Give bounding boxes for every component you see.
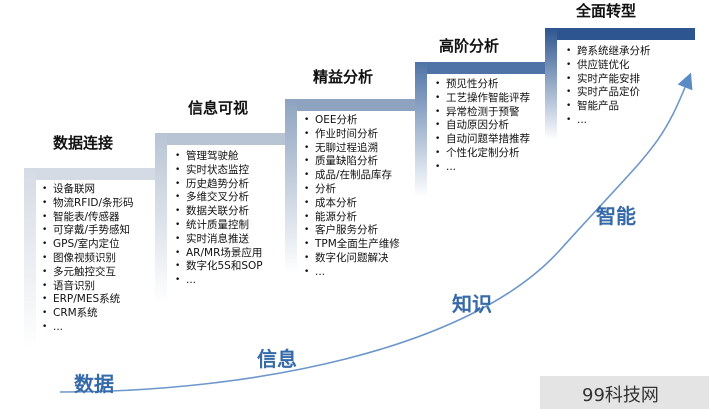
stage-2-step-top <box>155 133 287 145</box>
stage-1-item: CRM系统 <box>42 307 134 321</box>
stage-3-item: 成本分析 <box>304 197 400 211</box>
stage-1-item: 多元触控交互 <box>42 266 134 280</box>
stage-5-list: 跨系统继承分析 供应链优化 实时产能安排 实时产品定价 智能产品 ... <box>566 45 651 128</box>
stage-3-item: 分析 <box>304 183 400 197</box>
stage-5-item: 跨系统继承分析 <box>566 45 651 59</box>
curve-label-information: 信息 <box>257 347 297 371</box>
stage-3-title: 精益分析 <box>313 68 374 86</box>
stage-4-item: 异常检测于预警 <box>435 106 530 120</box>
stage-1-item: 物流RFID/条形码 <box>42 197 134 211</box>
stage-5-item: 智能产品 <box>566 100 651 114</box>
stage-5-item: ... <box>566 114 651 128</box>
stage-3-item: 数字化问题解决 <box>304 252 400 266</box>
stage-3-item: OEE分析 <box>304 114 400 128</box>
stage-3-item: 作业时间分析 <box>304 128 400 142</box>
stage-1-item: 图像视频识别 <box>42 252 134 266</box>
stage-2-step-side <box>155 133 167 303</box>
stage-3-item: 成品/在制品库存 <box>304 169 400 183</box>
stage-4-item: 工艺操作智能评荐 <box>435 92 530 106</box>
stage-2-title: 信息可视 <box>188 99 249 117</box>
stage-5-item: 实时产能安排 <box>566 73 651 87</box>
stage-3-item: TPM全面生产维修 <box>304 238 400 252</box>
stage-2-item: 管理驾驶舱 <box>175 150 263 164</box>
stage-5-item: 供应链优化 <box>566 59 651 73</box>
stage-5-title: 全面转型 <box>576 2 637 20</box>
stage-3-item: 质量缺陷分析 <box>304 155 400 169</box>
stage-5-step-side <box>545 28 557 140</box>
stage-2-item: ... <box>175 274 263 288</box>
stage-5-item: 实时产品定价 <box>566 86 651 100</box>
stage-2-item: AR/MR场景应用 <box>175 247 263 261</box>
stage-4-item: ... <box>435 161 530 175</box>
watermark-text: 99科技网 <box>582 385 659 406</box>
stage-1-item: ERP/MES系统 <box>42 293 134 307</box>
stage-3-item: 客户服务分析 <box>304 224 400 238</box>
stage-3-item: 能源分析 <box>304 211 400 225</box>
stage-1-title: 数据连接 <box>53 134 114 152</box>
stage-1-item: ... <box>42 321 134 335</box>
stage-4-list: 预见性分析 工艺操作智能评荐 异常检测于预警 自动原因分析 自动问题举措推荐 个… <box>435 78 530 175</box>
stage-5-step-top <box>545 28 695 40</box>
stage-1-item: 智能表/传感器 <box>42 211 134 225</box>
stage-1-item: 设备联网 <box>42 183 134 197</box>
stage-2-item: 数据关联分析 <box>175 205 263 219</box>
stage-3-item: 无聊过程追溯 <box>304 142 400 156</box>
stage-4-step-side <box>415 62 427 197</box>
stage-4-title: 高阶分析 <box>439 37 500 55</box>
stage-2-item: 历史趋势分析 <box>175 178 263 192</box>
stage-2-item: 数字化5S和SOP <box>175 260 263 274</box>
curve-label-data: 数据 <box>74 372 114 396</box>
stage-3-list: OEE分析 作业时间分析 无聊过程追溯 质量缺陷分析 成品/在制品库存 分析 成… <box>304 114 400 280</box>
curve-label-knowledge: 知识 <box>452 292 492 316</box>
watermark-banner: 99科技网 <box>540 376 709 409</box>
stage-4-item: 自动原因分析 <box>435 119 530 133</box>
stage-4-item: 预见性分析 <box>435 78 530 92</box>
stage-2-item: 实时消息推送 <box>175 233 263 247</box>
stage-3-step-side <box>285 99 297 274</box>
stage-4-item: 个性化定制分析 <box>435 147 530 161</box>
stage-1-step-side <box>24 168 36 350</box>
stage-4-item: 自动问题举措推荐 <box>435 133 530 147</box>
stage-1-step-top <box>24 168 156 180</box>
stage-2-list: 管理驾驶舱 实时状态监控 历史趋势分析 多维交叉分析 数据关联分析 统计质量控制… <box>175 150 263 288</box>
stage-1-item: 可穿戴/手势感知 <box>42 224 134 238</box>
stage-4-step-top <box>415 62 547 74</box>
stage-2-item: 多维交叉分析 <box>175 191 263 205</box>
curve-label-intelligence: 智能 <box>596 204 636 228</box>
stage-1-item: GPS/室内定位 <box>42 238 134 252</box>
stage-3-step-top <box>285 99 417 111</box>
stage-2-item: 实时状态监控 <box>175 164 263 178</box>
stage-1-item: 语音识别 <box>42 280 134 294</box>
stage-1-list: 设备联网 物流RFID/条形码 智能表/传感器 可穿戴/手势感知 GPS/室内定… <box>42 183 134 335</box>
stage-2-item: 统计质量控制 <box>175 219 263 233</box>
stage-3-item: ... <box>304 266 400 280</box>
